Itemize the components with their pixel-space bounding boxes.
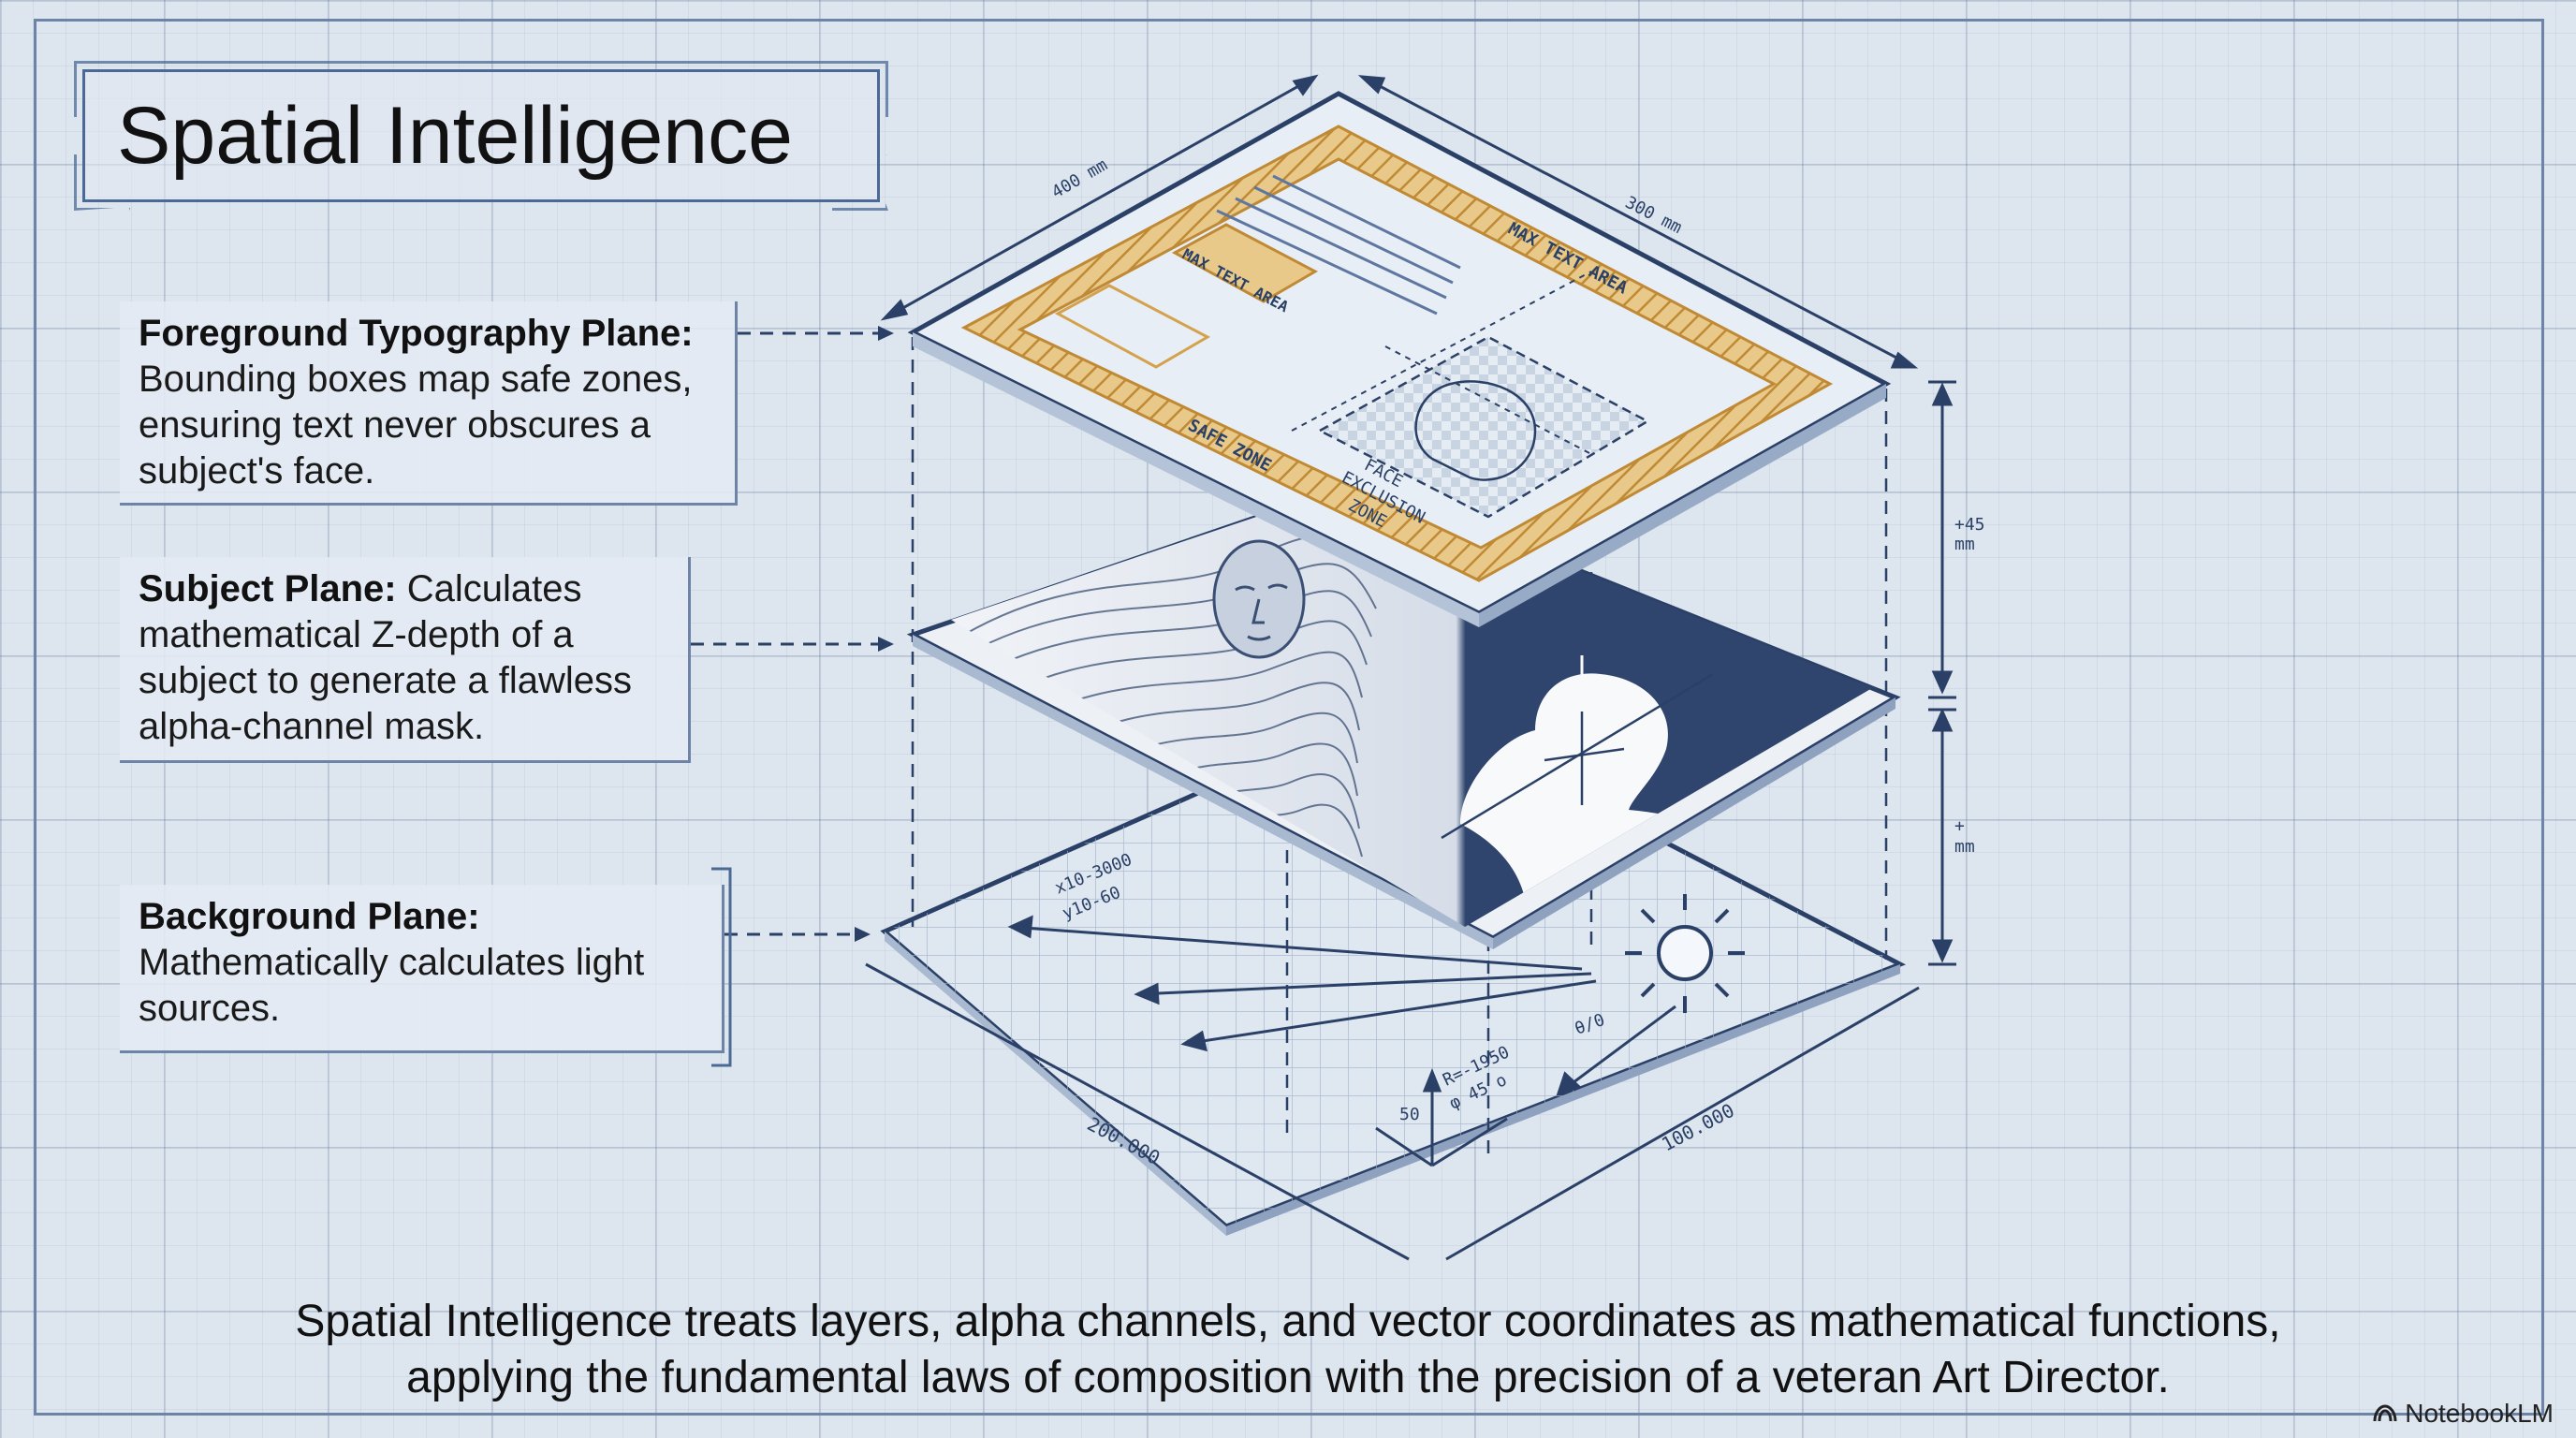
caption-line-1: Spatial Intelligence treats layers, alph…: [295, 1297, 2281, 1346]
callout-foreground-heading: Foreground Typography Plane:: [139, 313, 694, 354]
callout-subject-heading: Subject Plane:: [139, 568, 397, 609]
notebooklm-logo-icon: [2373, 1404, 2397, 1422]
callout-subject-plane: Subject Plane: Calculates mathematical Z…: [120, 557, 691, 763]
sun-icon: [1625, 894, 1745, 1013]
caption: Spatial Intelligence treats layers, alph…: [0, 1294, 2576, 1406]
callout-background-body: Mathematically calculates light sources.: [139, 942, 645, 1029]
height-lower-label-1: +: [1954, 816, 1965, 836]
callout-leaders: [691, 331, 889, 936]
height-lower-label-2: mm: [1954, 837, 1975, 857]
title-box: Spatial Intelligence: [82, 69, 880, 202]
vector-label-3: 50: [1399, 1105, 1420, 1124]
callout-foreground-body: Bounding boxes map safe zones, ensuring …: [139, 359, 693, 492]
top-dimensions: [880, 74, 1919, 369]
callout-background-plane: Background Plane: Mathematically calcula…: [120, 885, 724, 1053]
callout-subject-body: Calculates mathematical Z-depth of a sub…: [139, 568, 632, 747]
light-rays: [1007, 915, 1676, 1096]
callout-background-heading: Background Plane:: [139, 896, 480, 937]
watermark: NotebookLM: [2373, 1399, 2554, 1429]
height-upper-label-2: mm: [1954, 535, 1975, 554]
page-title: Spatial Intelligence: [117, 91, 793, 181]
safe-zone-hatch: [960, 125, 1834, 582]
caption-line-2: applying the fundamental laws of composi…: [406, 1353, 2170, 1402]
foreground-plane: FACE EXCLUSION ZONE MAX TEXT AREA MAX TE…: [907, 91, 1892, 627]
bg-depth-label: 100.000: [1658, 1099, 1738, 1156]
watermark-text: NotebookLM: [2405, 1399, 2554, 1428]
callout-foreground-plane: Foreground Typography Plane: Bounding bo…: [120, 301, 738, 506]
axis-gizmo: [1375, 1067, 1508, 1167]
face-exclusion-zone: [1317, 335, 1650, 519]
height-dimensions: [1928, 380, 1956, 966]
face-illustration: [1212, 539, 1306, 659]
height-upper-label-1: +45: [1954, 515, 1985, 535]
